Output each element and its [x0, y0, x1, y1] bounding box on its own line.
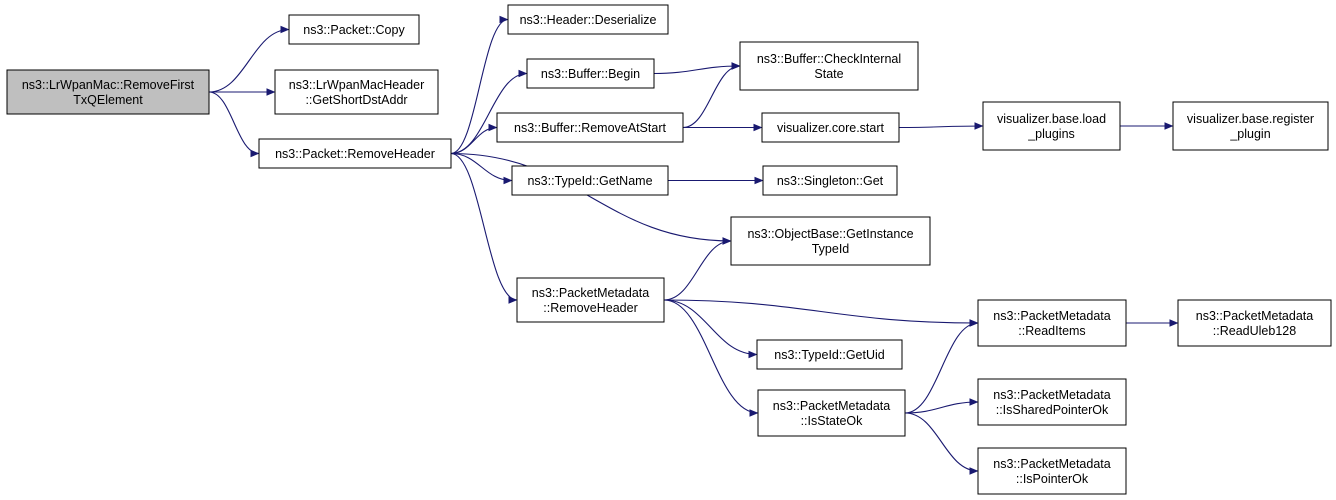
node-label: ::IsPointerOk [1016, 472, 1089, 486]
node-box [507, 4, 669, 35]
node-copy[interactable]: ns3::Packet::Copy [288, 14, 420, 45]
edge-removeheader-to-deserialize [450, 15, 509, 155]
edge-removeatstart-to-checkinternal [682, 62, 741, 129]
edge-pm_removeheader-to-isstateok [663, 299, 759, 417]
node-readitems[interactable]: ns3::PacketMetadata::ReadItems [977, 299, 1127, 347]
edge-isstateok-to-issharedptr [904, 398, 979, 414]
node-label: ns3::Packet::RemoveHeader [275, 147, 435, 161]
node-label: ::ReadItems [1018, 324, 1085, 338]
node-getname[interactable]: ns3::TypeId::GetName [511, 165, 669, 196]
node-box [6, 69, 210, 115]
edge-removeheader-to-pm_removeheader [450, 152, 518, 304]
node-label: ns3::PacketMetadata [993, 457, 1110, 471]
node-label: ::RemoveHeader [543, 301, 638, 315]
edge-root-to-copy [208, 25, 290, 93]
node-label: visualizer.base.load [997, 112, 1106, 126]
node-label: ::IsSharedPointerOk [996, 403, 1109, 417]
node-removeheader[interactable]: ns3::Packet::RemoveHeader [258, 138, 452, 169]
node-label: ns3::PacketMetadata [532, 286, 649, 300]
node-ispointerok[interactable]: ns3::PacketMetadata::IsPointerOk [977, 447, 1127, 495]
edge-isstateok-to-ispointerok [904, 412, 979, 475]
node-corestart[interactable]: visualizer.core.start [761, 112, 900, 143]
node-getshort[interactable]: ns3::LrWpanMacHeader::GetShortDstAddr [274, 69, 439, 115]
node-label: ns3::Singleton::Get [777, 174, 884, 188]
node-box [982, 101, 1121, 151]
edge-removeheader-to-getinstance [450, 152, 732, 245]
node-label: _plugins [1027, 127, 1075, 141]
node-singleton[interactable]: ns3::Singleton::Get [762, 165, 898, 196]
node-registerplugin[interactable]: visualizer.base.register_plugin [1172, 101, 1329, 151]
node-label: ::ReadUleb128 [1213, 324, 1296, 338]
edge-removeheader-to-getname [450, 152, 513, 185]
edges-layer [208, 15, 1179, 475]
node-box [762, 165, 898, 196]
node-label: ns3::Buffer::CheckInternal [757, 52, 901, 66]
node-box [511, 165, 669, 196]
node-label: ns3::LrWpanMacHeader [289, 78, 424, 92]
edge-pm_removeheader-to-readitems [663, 299, 979, 327]
node-box [761, 112, 900, 143]
node-removeatstart[interactable]: ns3::Buffer::RemoveAtStart [496, 112, 684, 143]
node-label: ns3::ObjectBase::GetInstance [747, 227, 913, 241]
node-box [288, 14, 420, 45]
edge-isstateok-to-readitems [904, 319, 979, 414]
node-box [977, 447, 1127, 495]
node-label: visualizer.base.register [1187, 112, 1314, 126]
node-label: ns3::Header::Deserialize [520, 13, 657, 27]
nodes-layer: ns3::LrWpanMac::RemoveFirstTxQElementns3… [6, 4, 1332, 495]
edge-root-to-removeheader [208, 91, 260, 158]
node-deserialize[interactable]: ns3::Header::Deserialize [507, 4, 669, 35]
node-box [739, 41, 919, 91]
node-label: ns3::TypeId::GetUid [774, 348, 885, 362]
node-pm_removeheader[interactable]: ns3::PacketMetadata::RemoveHeader [516, 277, 665, 323]
node-loadplugins[interactable]: visualizer.base.load_plugins [982, 101, 1121, 151]
node-label: visualizer.core.start [777, 121, 885, 135]
edge-corestart-to-loadplugins [898, 122, 984, 130]
node-box [516, 277, 665, 323]
node-readuleb[interactable]: ns3::PacketMetadata::ReadUleb128 [1177, 299, 1332, 347]
node-label: ns3::PacketMetadata [1196, 309, 1313, 323]
node-box [526, 58, 655, 89]
node-label: ::GetShortDstAddr [305, 93, 407, 107]
node-getuid[interactable]: ns3::TypeId::GetUid [756, 339, 903, 370]
node-box [274, 69, 439, 115]
node-box [1172, 101, 1329, 151]
node-box [496, 112, 684, 143]
node-label: ns3::PacketMetadata [993, 309, 1110, 323]
node-label: ns3::Buffer::Begin [541, 67, 640, 81]
node-label: ns3::Buffer::RemoveAtStart [514, 121, 666, 135]
node-box [756, 339, 903, 370]
node-isstateok[interactable]: ns3::PacketMetadata::IsStateOk [757, 389, 906, 437]
node-label: ns3::TypeId::GetName [527, 174, 652, 188]
edge-removeheader-to-removeatstart [450, 123, 498, 155]
node-label: TxQElement [73, 93, 143, 107]
node-label: ::IsStateOk [801, 414, 864, 428]
node-label: ns3::PacketMetadata [773, 399, 890, 413]
node-issharedptr[interactable]: ns3::PacketMetadata::IsSharedPointerOk [977, 378, 1127, 426]
node-label: State [814, 67, 843, 81]
node-box [258, 138, 452, 169]
edge-pm_removeheader-to-getuid [663, 299, 758, 359]
node-box [730, 216, 931, 266]
node-box [1177, 299, 1332, 347]
edge-begin-to-checkinternal [653, 62, 741, 75]
node-box [977, 299, 1127, 347]
node-label: ns3::LrWpanMac::RemoveFirst [22, 78, 195, 92]
node-label: ns3::PacketMetadata [993, 388, 1110, 402]
node-box [977, 378, 1127, 426]
node-label: _plugin [1229, 127, 1270, 141]
edge-pm_removeheader-to-getinstance [663, 237, 732, 301]
node-label: ns3::Packet::Copy [303, 23, 405, 37]
node-label: TypeId [812, 242, 850, 256]
node-box [757, 389, 906, 437]
node-begin[interactable]: ns3::Buffer::Begin [526, 58, 655, 89]
